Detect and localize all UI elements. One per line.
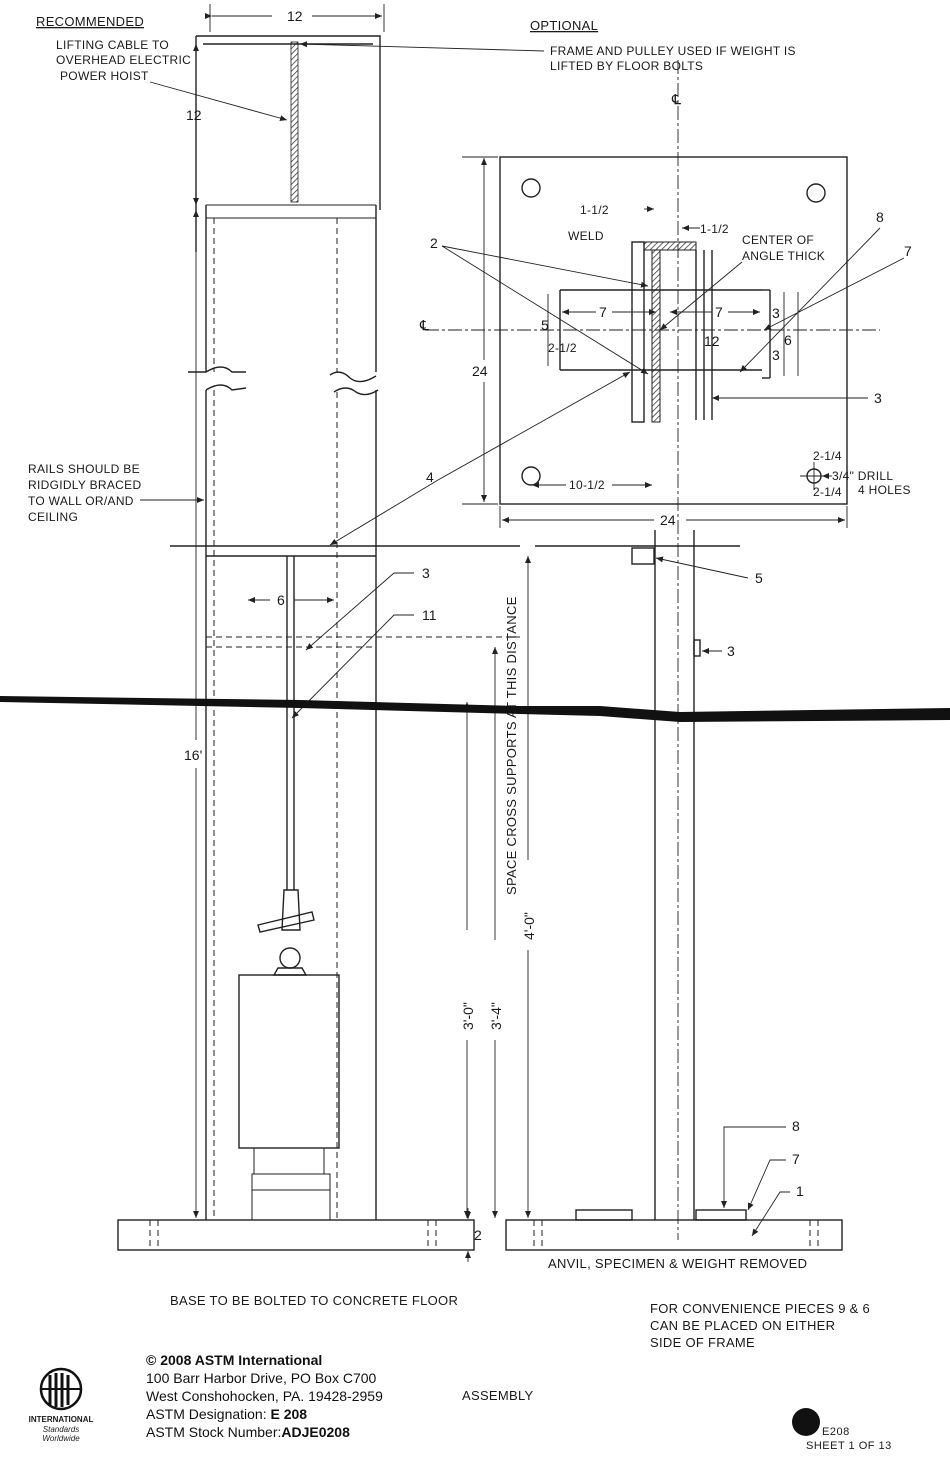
center-of-angle-line1: CENTER OF (742, 233, 814, 247)
frame-pulley-line2: LIFTED BY FLOOR BOLTS (550, 59, 703, 73)
dim-base-height: 2 (474, 1227, 482, 1243)
lifting-cable-line3: POWER HOIST (60, 69, 149, 83)
rails-note-line3: TO WALL OR/AND (28, 494, 134, 508)
convenience-note-line1: FOR CONVENIENCE PIECES 9 & 6 (650, 1301, 870, 1316)
part-8-base: 8 (792, 1118, 800, 1134)
dim-arm-7-left: 7 (599, 304, 607, 320)
part-3-left: 3 (422, 565, 430, 581)
part-4: 4 (426, 469, 434, 485)
dim-6: 6 (784, 332, 792, 348)
drill-note-line1: 3/4" DRILL (832, 469, 893, 483)
dim-clear-3-0: 3'-0" (460, 1002, 476, 1030)
copyright: © 2008 ASTM International (146, 1352, 323, 1368)
lifting-cable-line2: OVERHEAD ELECTRIC (56, 53, 191, 67)
frame-plate-detail: 1-1/2 1-1/2 WELD CENTER OF ANGLE THICK 7… (329, 91, 912, 546)
part-1: 1 (796, 1183, 804, 1199)
sheet-id: E208 (822, 1426, 850, 1438)
rails-note-line4: CEILING (28, 510, 78, 524)
convenience-note-line2: CAN BE PLACED ON EITHER (650, 1318, 835, 1333)
designation-value: E 208 (270, 1406, 308, 1422)
part-3-plate: 3 (874, 390, 882, 406)
dim-weld-1-1-2-a: 1-1/2 (580, 203, 609, 217)
address-line1: 100 Barr Harbor Drive, PO Box C700 (146, 1370, 377, 1386)
dim-top-width: 12 (287, 8, 303, 24)
part-3-side: 3 (727, 643, 735, 659)
left-elevation: 12 12 6 16' 2 3'-0" 3'-4" 4'-0" SPACE CR… (117, 4, 537, 1262)
removed-note: ANVIL, SPECIMEN & WEIGHT REMOVED (548, 1256, 807, 1271)
part-8-plate: 8 (876, 209, 884, 225)
center-of-angle-line2: ANGLE THICK (742, 249, 825, 263)
astm-logo: INTERNATIONAL Standards Worldwide (28, 1365, 94, 1443)
designation-label: ASTM Designation: (146, 1406, 267, 1422)
dim-2-1-4-top: 2-1/4 (813, 449, 842, 463)
dim-10-1-2: 10-1/2 (569, 478, 605, 492)
recommended-label: RECOMMENDED (36, 14, 144, 29)
dim-weld-1-1-2-b: 1-1/2 (700, 222, 729, 236)
address-line2: West Conshohocken, PA. 19428-2959 (146, 1388, 383, 1404)
dim-5: 5 (541, 317, 549, 333)
dim-overall-height: 16' (184, 747, 202, 763)
dim-plate-height: 24 (472, 363, 488, 379)
rails-note-line1: RAILS SHOULD BE (28, 462, 140, 476)
dim-arm-7-right: 7 (715, 304, 723, 320)
convenience-note-line3: SIDE OF FRAME (650, 1335, 755, 1350)
labels: RECOMMENDED LIFTING CABLE TO OVERHEAD EL… (28, 14, 870, 1403)
stock-label: ASTM Stock Number: (146, 1424, 282, 1440)
base-note: BASE TO BE BOLTED TO CONCRETE FLOOR (170, 1293, 458, 1308)
frame-pulley-line1: FRAME AND PULLEY USED IF WEIGHT IS (550, 44, 796, 58)
part-7-base: 7 (792, 1151, 800, 1167)
logo-sub2: Standards Worldwide (42, 1425, 80, 1443)
dim-clear-3-4: 3'-4" (488, 1002, 504, 1030)
plate-centerline: ℄ (419, 317, 429, 333)
dim-rail-spacing: 6 (277, 592, 285, 608)
assembly-label: ASSEMBLY (462, 1388, 534, 1403)
sheet-number: SHEET 1 OF 13 (806, 1440, 892, 1452)
astm-logo-icon (39, 1367, 83, 1411)
part-5-side: 5 (755, 570, 763, 586)
dim-plate-width: 24 (660, 512, 676, 528)
space-cross-supports-note: SPACE CROSS SUPPORTS AT THIS DISTANCE (504, 596, 519, 895)
top-centerline: ℄ (671, 91, 681, 107)
dim-3-bottom: 3 (772, 347, 780, 363)
rails-note-line2: RIDGIDLY BRACED (28, 478, 141, 492)
part-7-plate: 7 (904, 243, 912, 259)
part-2: 2 (430, 235, 438, 251)
drill-note-line2: 4 HOLES (858, 483, 911, 497)
stock-value: ADJE0208 (281, 1424, 350, 1440)
logo-sub1: INTERNATIONAL (28, 1415, 94, 1424)
optional-label: OPTIONAL (530, 18, 598, 33)
dim-12: 12 (704, 333, 720, 349)
sheet-marker-dot (792, 1408, 820, 1436)
dim-2-1-2: 2-1/2 (548, 341, 577, 355)
weld-label: WELD (568, 229, 604, 243)
dim-3-top: 3 (772, 305, 780, 321)
lifting-cable-line1: LIFTING CABLE TO (56, 38, 169, 52)
dim-cross-support-span: 4'-0" (521, 912, 537, 940)
dim-top-height: 12 (186, 107, 202, 123)
right-side-view (505, 60, 843, 1251)
scan-artifact-band (0, 696, 950, 722)
part-11: 11 (422, 607, 437, 623)
dim-2-1-4-bottom: 2-1/4 (813, 485, 842, 499)
